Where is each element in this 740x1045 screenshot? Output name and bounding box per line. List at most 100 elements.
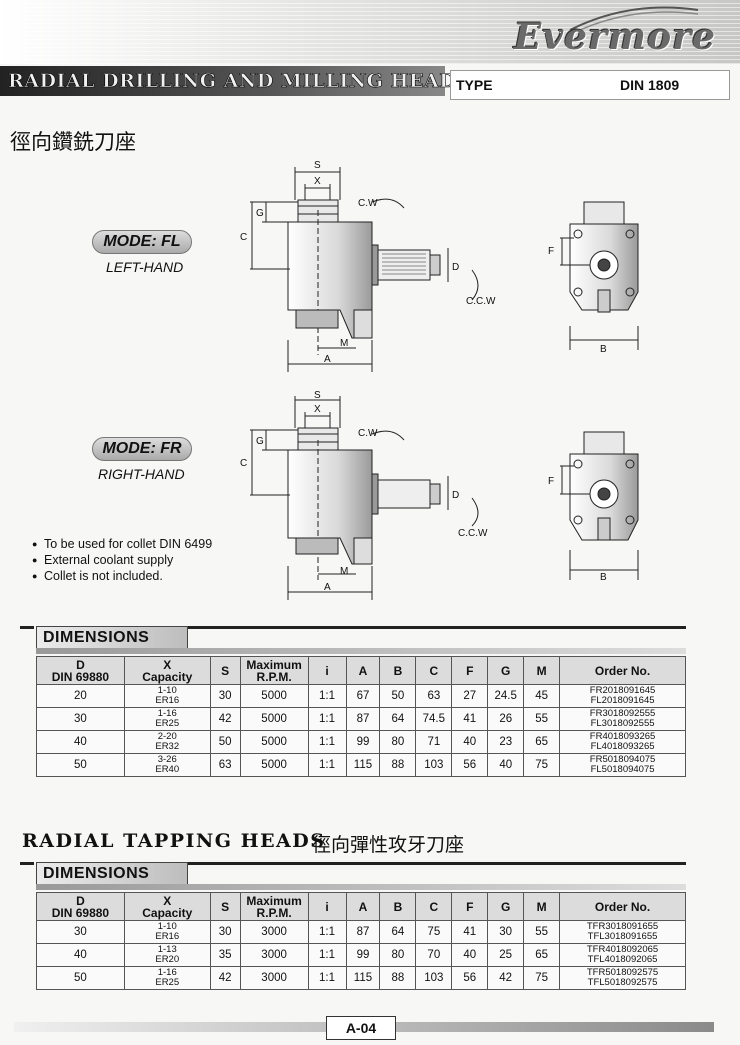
cell-g: 26 xyxy=(487,707,525,731)
note-item: External coolant supply xyxy=(32,552,212,568)
fl-label-f: F xyxy=(548,246,554,257)
section2-bar xyxy=(36,884,686,890)
page-number: A-04 xyxy=(326,1016,396,1040)
fl-label-d: D xyxy=(452,262,459,273)
cell-f: 40 xyxy=(451,943,489,967)
col-b: B xyxy=(379,892,417,921)
section1-rule xyxy=(20,626,34,629)
cell-i: 1:1 xyxy=(307,684,347,708)
cell-b: 64 xyxy=(379,707,417,731)
cell-a: 87 xyxy=(345,707,381,731)
fr-label-g: G xyxy=(256,436,264,447)
fl-front-view xyxy=(560,201,639,350)
cell-m: 45 xyxy=(523,684,561,708)
cell-g: 40 xyxy=(487,753,525,777)
cell-d: 30 xyxy=(36,707,125,731)
cell-a: 115 xyxy=(345,966,381,990)
section1-rule-right xyxy=(188,626,686,629)
mode-fl-badge: MODE: FL xyxy=(92,230,192,254)
page-title: RADIAL DRILLING AND MILLING HEADS xyxy=(8,70,471,93)
cell-rpm: 5000 xyxy=(239,730,309,754)
col-a: A xyxy=(345,892,381,921)
cell-f: 41 xyxy=(451,920,489,944)
cell-rpm: 5000 xyxy=(239,707,309,731)
cell-m: 65 xyxy=(523,943,561,967)
cell-s: 50 xyxy=(209,730,241,754)
col-i: i xyxy=(307,656,347,685)
fl-label-cw: C.W xyxy=(358,198,378,209)
cell-b: 50 xyxy=(379,684,417,708)
cell-s: 35 xyxy=(209,943,241,967)
cell-s: 63 xyxy=(209,753,241,777)
cell-g: 24.5 xyxy=(487,684,525,708)
cell-b: 64 xyxy=(379,920,417,944)
cell-b: 80 xyxy=(379,730,417,754)
fr-label-s: S xyxy=(314,390,321,401)
cell-s: 30 xyxy=(209,684,241,708)
logo-swoosh-icon xyxy=(569,6,699,31)
cell-b: 88 xyxy=(379,753,417,777)
fl-label-b: B xyxy=(600,344,607,355)
cell-m: 55 xyxy=(523,707,561,731)
title-bar xyxy=(0,66,445,96)
header-stripes xyxy=(0,0,740,64)
fl-label-c: C xyxy=(240,232,247,243)
cell-c: 74.5 xyxy=(415,707,453,731)
cell-a: 67 xyxy=(345,684,381,708)
cell-rpm: 5000 xyxy=(239,684,309,708)
cell-c: 63 xyxy=(415,684,453,708)
cell-m: 55 xyxy=(523,920,561,944)
cell-d: 20 xyxy=(36,684,125,708)
cell-c: 75 xyxy=(415,920,453,944)
col-c: C xyxy=(415,656,453,685)
fr-front-view xyxy=(560,431,639,580)
cell-d: 30 xyxy=(36,920,125,944)
cell-a: 99 xyxy=(345,730,381,754)
mode-fr-sub: RIGHT-HAND xyxy=(98,466,185,482)
cell-a: 99 xyxy=(345,943,381,967)
cell-g: 30 xyxy=(487,920,525,944)
type-box xyxy=(450,70,730,100)
cell-c: 103 xyxy=(415,966,453,990)
fr-label-a: A xyxy=(324,582,331,593)
col-order: Order No. xyxy=(559,656,686,685)
cell-rpm: 5000 xyxy=(239,753,309,777)
cell-d: 50 xyxy=(36,966,125,990)
cell-m: 75 xyxy=(523,753,561,777)
cell-s: 42 xyxy=(209,707,241,731)
brand-logo: Evermore xyxy=(513,16,716,58)
chinese-title: 徑向鑽銑刀座 xyxy=(10,130,136,154)
cell-f: 40 xyxy=(451,730,489,754)
cell-b: 80 xyxy=(379,943,417,967)
cell-d: 40 xyxy=(36,730,125,754)
fr-label-b: B xyxy=(600,572,607,583)
cell-g: 23 xyxy=(487,730,525,754)
section2-tab: DIMENSIONS xyxy=(36,862,188,884)
section1-bar xyxy=(36,648,686,654)
cell-a: 87 xyxy=(345,920,381,944)
col-m: M xyxy=(523,892,561,921)
fl-label-x: X xyxy=(314,176,321,187)
cell-f: 27 xyxy=(451,684,489,708)
fl-side-view xyxy=(250,167,479,372)
fl-label-g: G xyxy=(256,208,264,219)
col-m: M xyxy=(523,656,561,685)
fr-label-d: D xyxy=(452,490,459,501)
cell-i: 1:1 xyxy=(307,707,347,731)
